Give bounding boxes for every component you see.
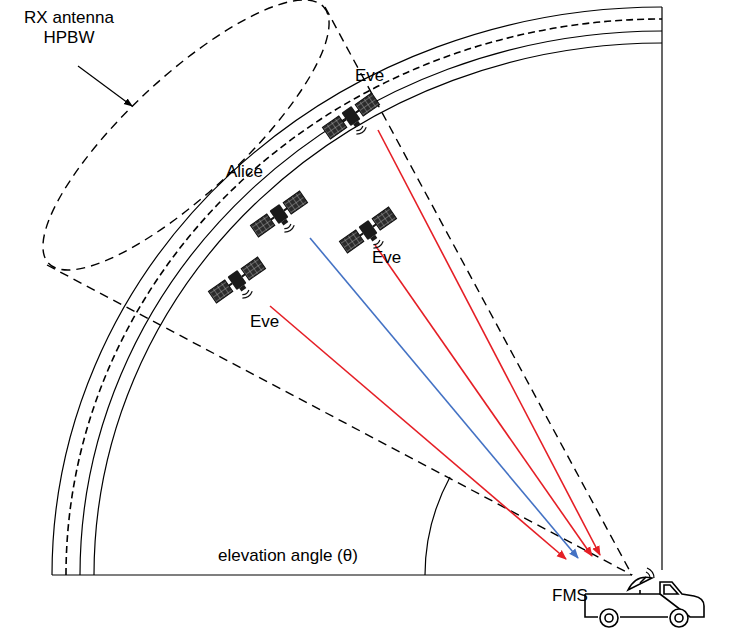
satellite-label: Eve xyxy=(250,312,279,332)
satellite-label: Eve xyxy=(372,248,401,268)
antenna-label: RX antenna HPBW xyxy=(14,8,124,49)
satellite-label: Alice xyxy=(226,162,263,182)
angle-label: elevation angle (θ) xyxy=(218,546,358,566)
satellite-label: Eve xyxy=(355,66,384,86)
station-label: FMS xyxy=(552,586,588,606)
